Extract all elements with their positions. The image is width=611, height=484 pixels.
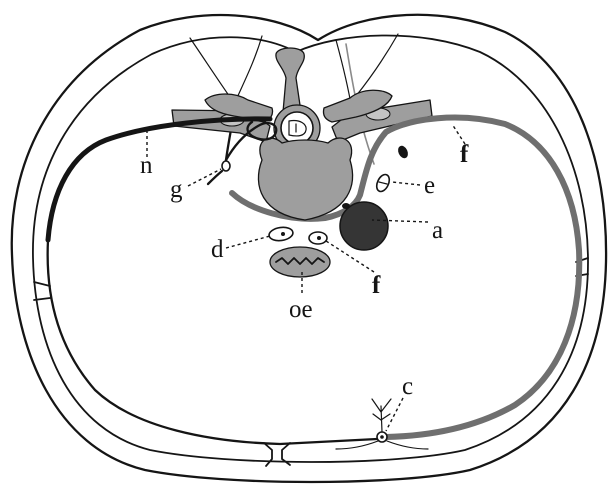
structure-d <box>268 226 294 242</box>
small-dark-oval-upper <box>396 144 410 160</box>
left-black-line-upper <box>48 119 270 240</box>
leader-line-d <box>226 236 270 248</box>
structure-e <box>374 173 392 194</box>
label-f-upper: f <box>460 141 469 168</box>
label-g: g <box>170 176 183 203</box>
label-a: a <box>432 217 443 244</box>
vessel-d-dot <box>281 232 285 236</box>
label-d: d <box>211 236 224 263</box>
upper-line-right-outer <box>356 34 398 96</box>
spinous-process <box>276 48 304 112</box>
vertebral-body <box>258 138 352 220</box>
structure-oe <box>270 247 330 277</box>
upper-line-left-inner <box>236 36 262 100</box>
vessel-f-dot <box>317 236 321 240</box>
label-oe: oe <box>289 296 313 323</box>
upper-line-left-outer <box>190 38 232 100</box>
vessel-c-dot <box>380 435 384 439</box>
aorta-circle <box>340 202 388 250</box>
structure-f-lower <box>309 232 327 244</box>
leader-line-e <box>392 182 420 185</box>
label-c: c <box>402 373 413 400</box>
spinal-canal <box>281 112 313 144</box>
lower-midline-joint <box>264 443 290 466</box>
nerve-branch <box>208 171 222 184</box>
label-e: e <box>424 172 435 199</box>
left-black-line-lower <box>48 240 377 444</box>
ganglion-g <box>222 161 230 171</box>
label-n: n <box>140 152 153 179</box>
esophagus-oval <box>270 247 330 277</box>
vertebra <box>172 48 432 151</box>
label-f-lower: f <box>372 272 381 299</box>
